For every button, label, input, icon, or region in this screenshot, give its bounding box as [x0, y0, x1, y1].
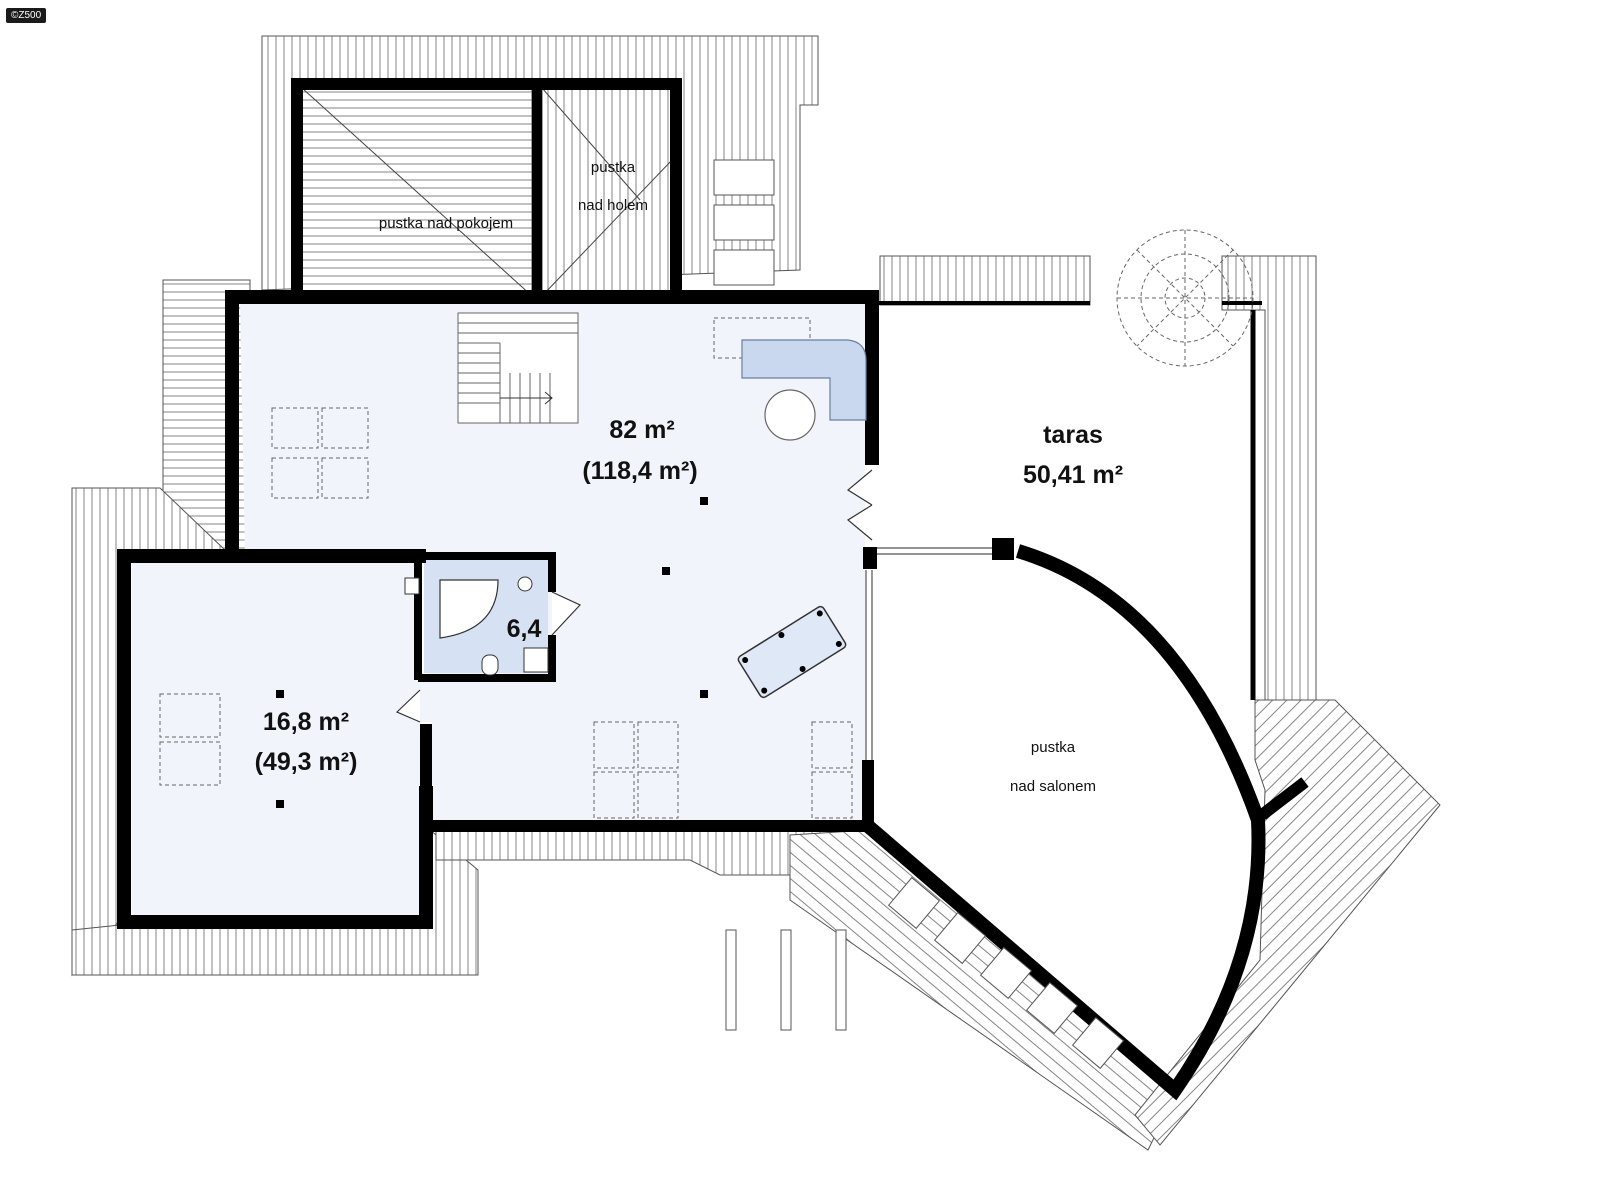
- shower: [523, 647, 549, 673]
- furniture: [404, 339, 867, 699]
- left-room-area: 16,8 m²: [263, 708, 349, 736]
- staircase: [457, 312, 579, 424]
- terrace-name: taras: [1043, 421, 1103, 449]
- corner-sofa: [741, 339, 867, 421]
- bathroom-door: [551, 591, 582, 636]
- pergola: [725, 929, 847, 1031]
- void-hatching: [301, 87, 673, 297]
- wall-curved-living: [863, 544, 1266, 1101]
- walls: [117, 78, 1309, 1101]
- roof-windows: [159, 317, 853, 819]
- wall-bathroom: [418, 552, 556, 592]
- corner-bathtub: [439, 579, 499, 639]
- wall-main-top: [225, 290, 879, 556]
- main-room-gross-area: (118,4 m²): [582, 457, 697, 485]
- main-room-area: 82 m²: [609, 416, 674, 444]
- terrace-door: [846, 469, 873, 541]
- wall-bathroom-bottom: [418, 635, 556, 682]
- washbasin: [517, 576, 533, 592]
- wall-stub-right: [1258, 777, 1309, 820]
- wall-left-room: [117, 549, 433, 929]
- boiler: [404, 577, 420, 595]
- terrace-area: 50,41 m²: [1023, 461, 1123, 489]
- void-over-hall-label-2: nad holem: [578, 197, 648, 214]
- labels: 82 m² (118,4 m²) 6,4 16,8 m² (49,3 m²) t…: [255, 159, 1123, 795]
- left-room-door: [395, 689, 421, 723]
- round-table: [764, 389, 816, 441]
- glazing: [865, 547, 992, 760]
- void-over-living-label-2: nad salonem: [1010, 778, 1096, 795]
- void-over-room-label: pustka nad pokojem: [379, 215, 513, 232]
- void-over-hall-label-1: pustka: [591, 159, 636, 176]
- toilet: [481, 654, 499, 676]
- roof-right: [1221, 255, 1317, 706]
- terrace-round-feature: [1116, 229, 1254, 367]
- void-over-living-label-1: pustka: [1031, 739, 1076, 756]
- roof-diagonal: [789, 829, 1176, 1151]
- terrace-rail-top: [879, 255, 1091, 306]
- watermark-badge: ©Z500: [6, 8, 47, 23]
- left-room-gross-area: (49,3 m²): [255, 748, 358, 776]
- doors: [395, 469, 873, 723]
- left-room-floor: [132, 560, 420, 918]
- wall-void-frame: [291, 78, 682, 297]
- bathroom-area: 6,4: [507, 615, 542, 643]
- pool-table: [737, 605, 847, 699]
- pillar-left: [863, 547, 877, 569]
- dormer-windows: [713, 159, 1125, 1070]
- columns: [276, 497, 708, 808]
- pillar-right: [992, 538, 1014, 560]
